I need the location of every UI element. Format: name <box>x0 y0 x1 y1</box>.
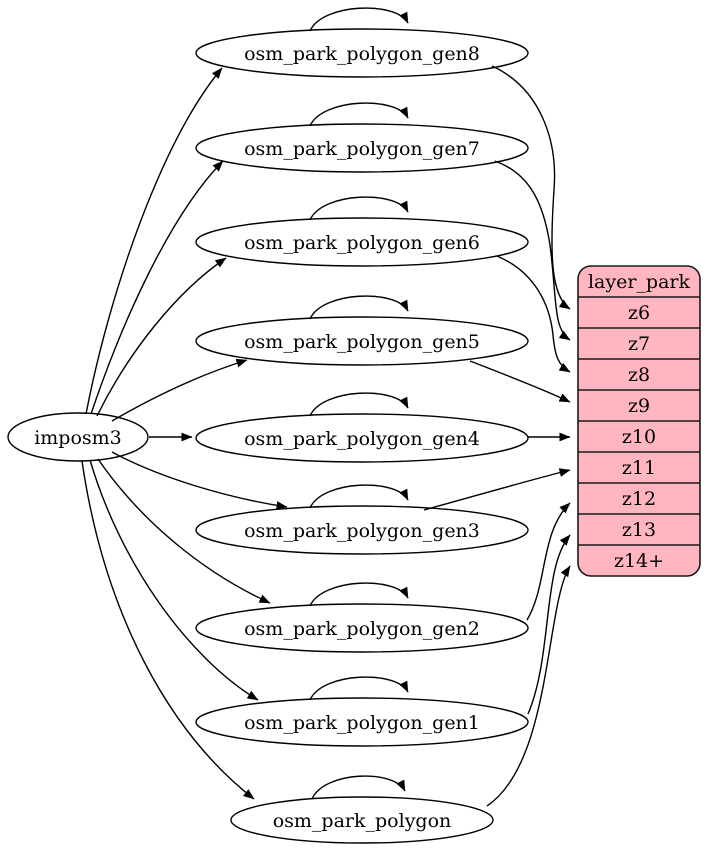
edge-gen8-z6 <box>491 65 571 310</box>
edge-imposm3-gen8 <box>85 67 223 415</box>
edge-gen2-z12 <box>526 502 571 621</box>
edge-imposm3-gen2 <box>97 458 271 604</box>
table-header-layer-park: layer_park <box>588 271 691 293</box>
node-label-gen8: osm_park_polygon_gen8 <box>244 43 480 65</box>
table-row-z10: z10 <box>622 426 656 448</box>
node-label-gen5: osm_park_polygon_gen5 <box>244 331 480 353</box>
node-osm-park-polygon-gen3 <box>195 505 529 555</box>
edge-osm-park-polygon-z14plus <box>486 565 571 807</box>
edge-gen1-z13 <box>527 534 571 715</box>
selfloop-gen2 <box>309 582 409 607</box>
node-label-gen1: osm_park_polygon_gen1 <box>244 712 480 734</box>
node-label-osm-park-polygon: osm_park_polygon <box>273 810 452 832</box>
node-label-gen3: osm_park_polygon_gen3 <box>244 520 480 542</box>
edge-gen5-z9 <box>469 360 571 403</box>
node-label-gen4: osm_park_polygon_gen4 <box>244 428 480 450</box>
selfloop-osm-park-polygon <box>311 775 406 800</box>
edges-to-layer-table <box>423 65 571 807</box>
edge-imposm3-gen7 <box>90 160 224 415</box>
selfloop-gen3 <box>309 484 409 509</box>
selfloop-gen4 <box>309 392 409 417</box>
node-label-gen7: osm_park_polygon_gen7 <box>244 138 480 160</box>
node-osm-park-polygon-gen1 <box>195 697 529 747</box>
table-row-z7: z7 <box>628 333 650 355</box>
table-row-z11: z11 <box>622 457 656 479</box>
node-label-imposm3: imposm3 <box>34 427 122 449</box>
table-row-z14plus: z14+ <box>614 550 664 572</box>
edge-imposm3-gen3 <box>111 451 288 510</box>
self-loop-edges <box>309 7 409 800</box>
node-osm-park-polygon-gen8 <box>195 28 529 78</box>
node-imposm3 <box>7 412 149 462</box>
table-row-z8: z8 <box>628 364 650 386</box>
nodes-group: imposm3 osm_park_polygon_gen8 osm_park_p… <box>7 28 529 844</box>
node-osm-park-polygon-gen7 <box>195 123 529 173</box>
edge-imposm3-gen1 <box>89 459 259 701</box>
selfloop-gen7 <box>309 102 409 127</box>
edge-gen6-z8 <box>496 255 571 373</box>
node-osm-park-polygon <box>230 796 494 844</box>
layer-park-table: layer_park z6 z7 z8 z9 z10 z11 z12 z13 z… <box>577 265 701 577</box>
node-label-gen2: osm_park_polygon_gen2 <box>244 618 480 640</box>
edge-imposm3-gen5 <box>111 358 248 422</box>
node-osm-park-polygon-gen6 <box>195 217 529 267</box>
table-row-z13: z13 <box>622 519 656 541</box>
edges-from-source <box>81 67 288 800</box>
table-row-z9: z9 <box>628 395 650 417</box>
table-row-z6: z6 <box>628 302 650 324</box>
node-osm-park-polygon-gen5 <box>195 316 529 366</box>
node-label-gen6: osm_park_polygon_gen6 <box>244 232 480 254</box>
table-row-z12: z12 <box>622 488 656 510</box>
edge-gen7-z7 <box>494 160 571 341</box>
node-osm-park-polygon-gen2 <box>195 603 529 653</box>
selfloop-gen1 <box>309 676 409 701</box>
selfloop-gen8 <box>309 7 409 32</box>
edge-imposm3-osm-park-polygon <box>81 460 255 800</box>
edge-imposm3-gen6 <box>96 257 227 417</box>
selfloop-gen5 <box>309 295 409 320</box>
node-osm-park-polygon-gen4 <box>195 413 529 463</box>
selfloop-gen6 <box>309 196 409 221</box>
edge-gen3-z11 <box>423 468 571 511</box>
